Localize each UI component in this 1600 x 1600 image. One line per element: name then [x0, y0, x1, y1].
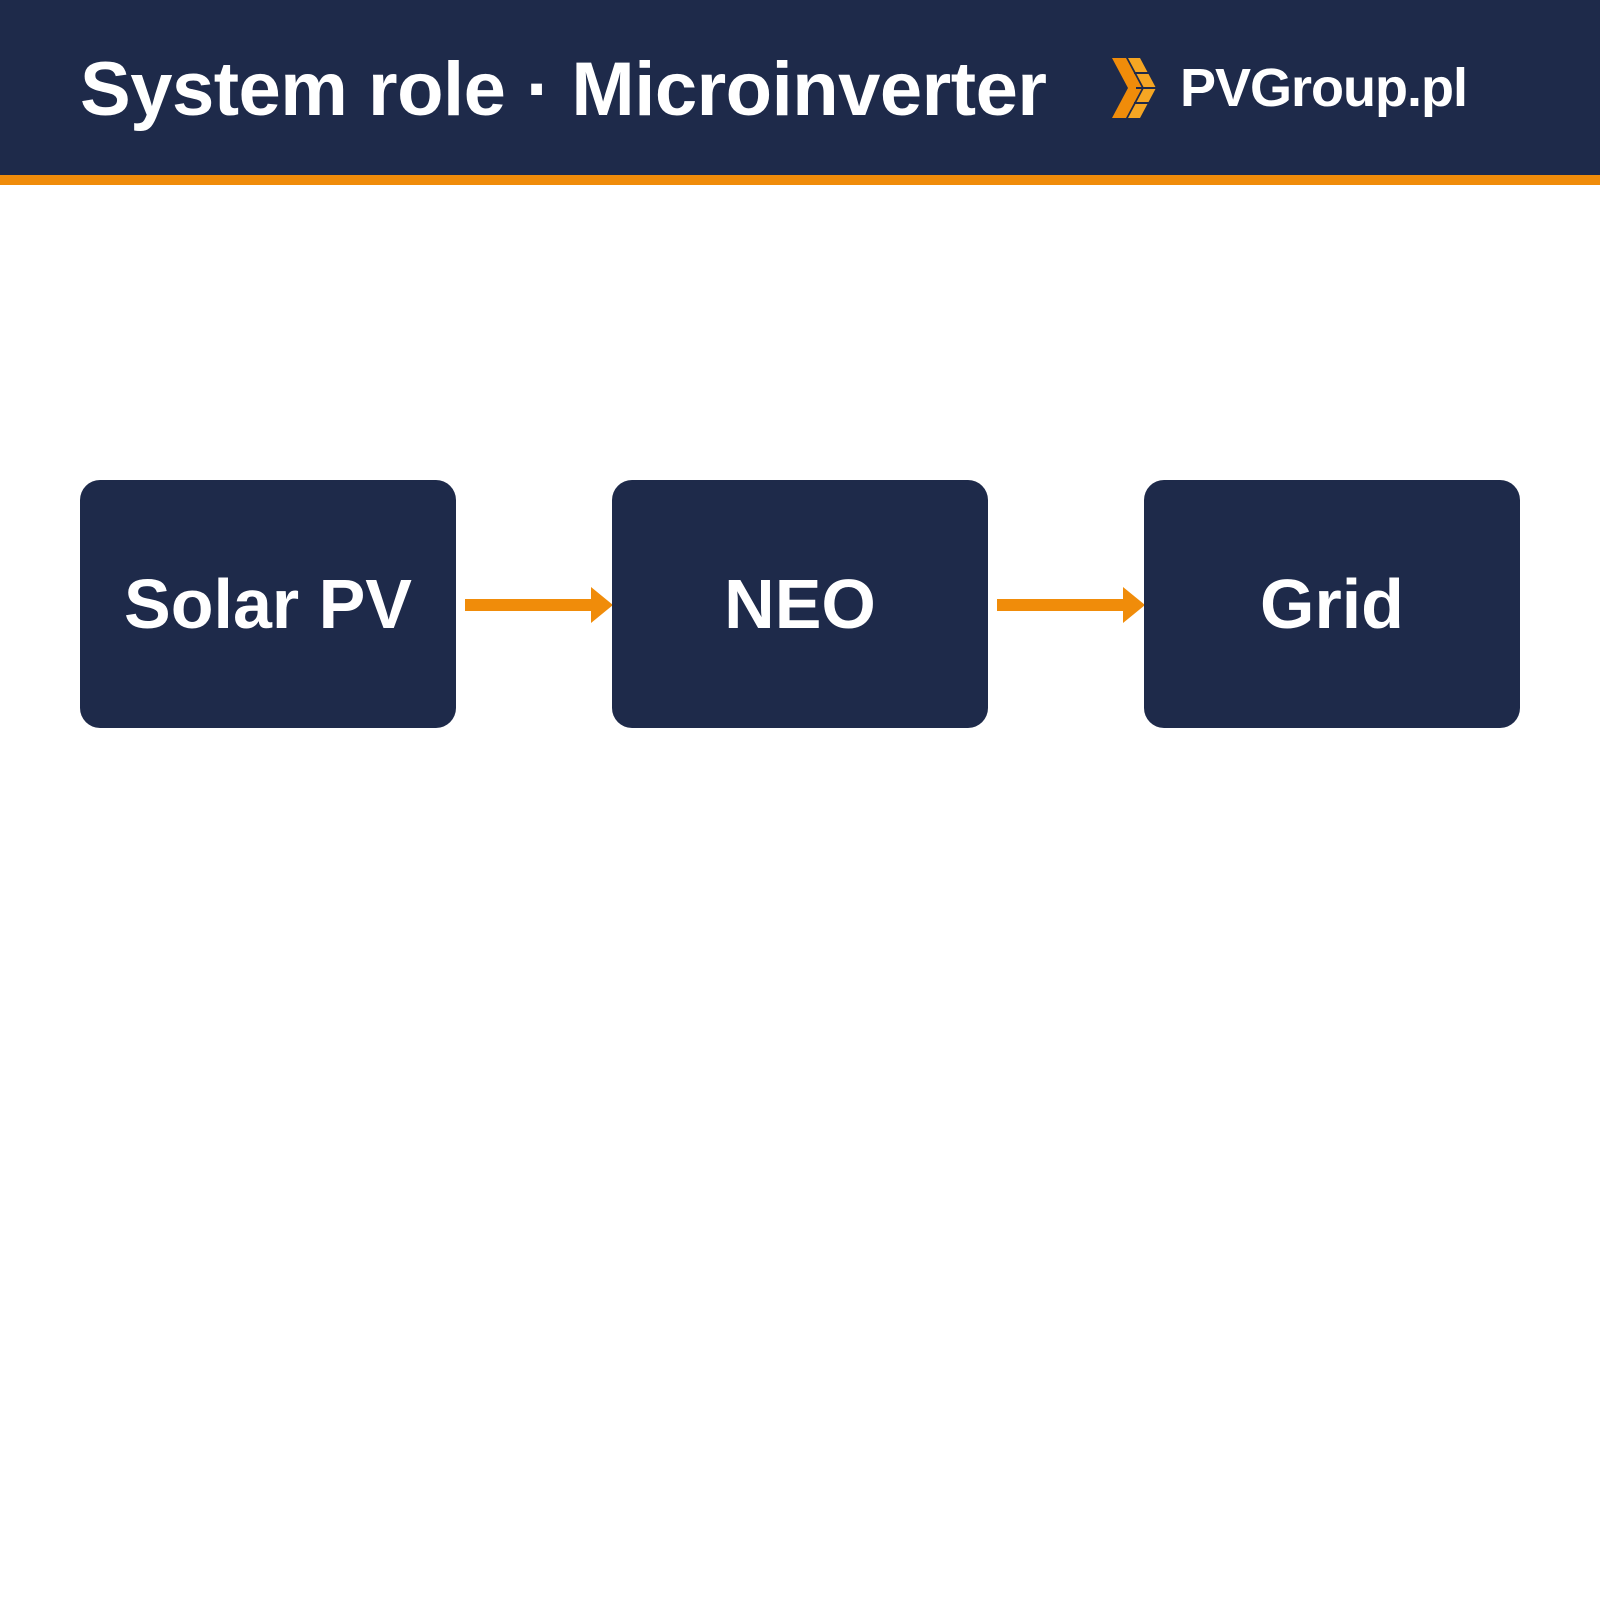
arrow-solar-pv-to-neo	[465, 587, 613, 623]
header-bar: System role · Microinverter PVGroup.pl	[0, 0, 1600, 175]
page-title: System role · Microinverter	[80, 47, 1047, 132]
node-label: Solar PV	[124, 565, 412, 643]
brand-name: PVGroup.pl	[1180, 58, 1468, 118]
brand-logo: PVGroup.pl	[1112, 58, 1468, 118]
node-neo: NEO	[612, 480, 988, 728]
node-solar-pv: Solar PV	[80, 480, 456, 728]
node-label: Grid	[1260, 565, 1404, 643]
arrow-neo-to-grid	[997, 587, 1145, 623]
chevron-logo-icon	[1112, 58, 1156, 118]
node-label: NEO	[724, 565, 876, 643]
header-accent-line	[0, 175, 1600, 185]
node-grid: Grid	[1144, 480, 1520, 728]
